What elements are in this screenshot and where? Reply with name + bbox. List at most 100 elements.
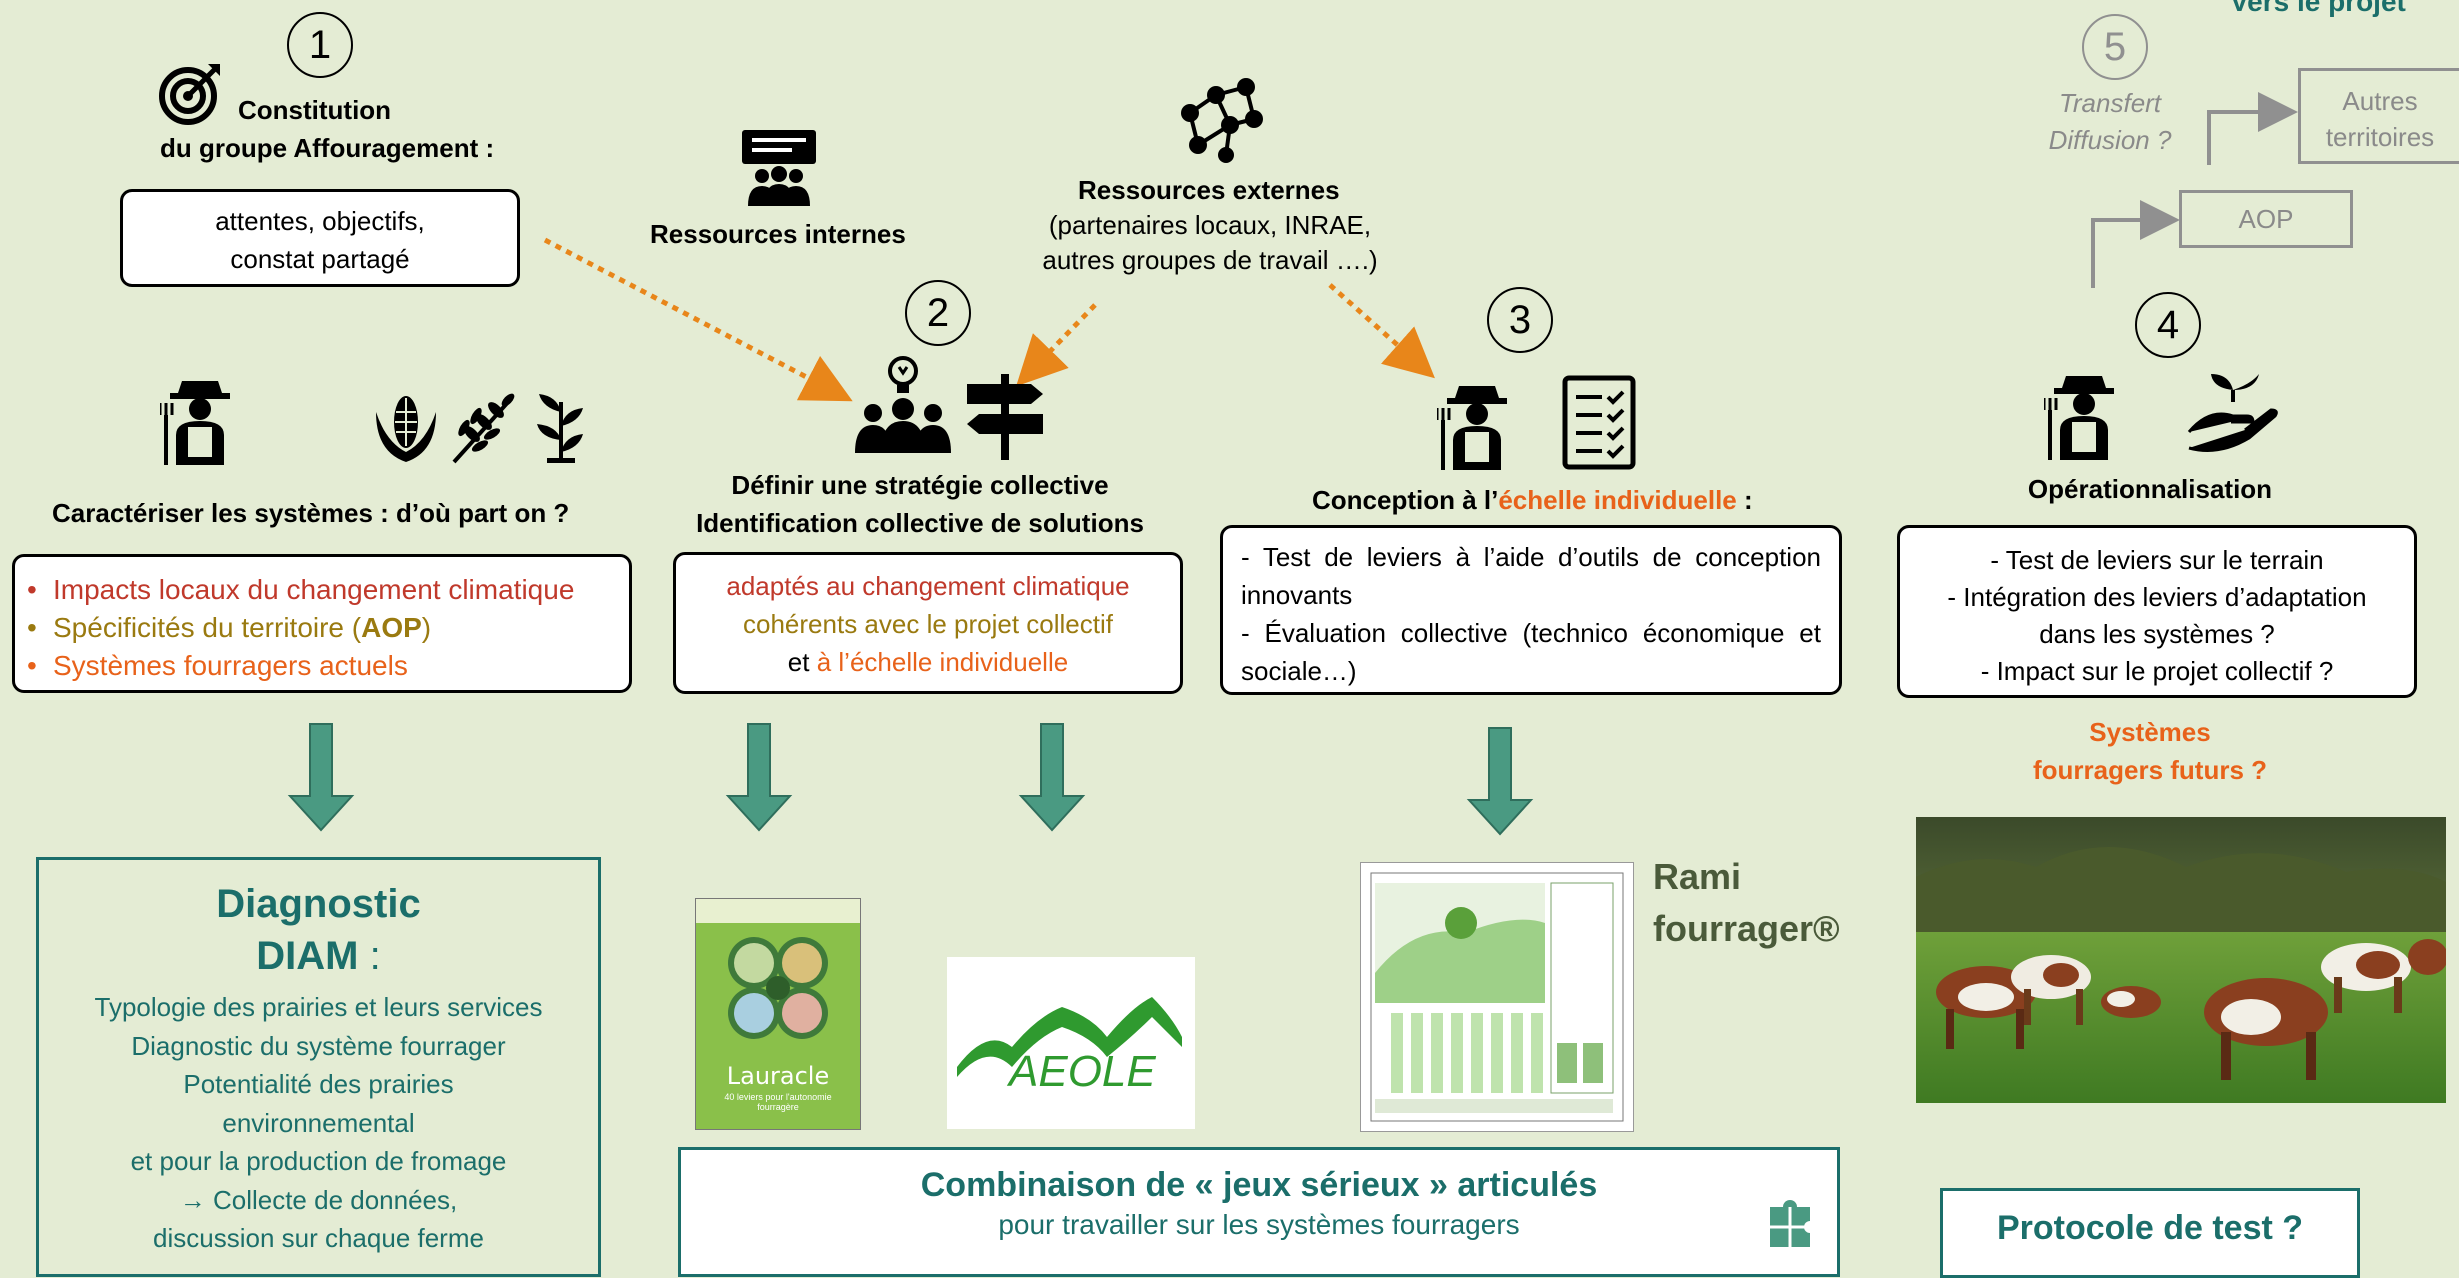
diagnostic-title-line2: DIAM [256, 934, 359, 978]
step3-title-c: : [1736, 485, 1753, 515]
protocol-box: Protocole de test ? [1940, 1188, 2360, 1278]
step3-number: 3 [1487, 287, 1553, 353]
diagnostic-line-1: Diagnostic du système fourrager [131, 1030, 506, 1061]
step3-box-line2: - Évaluation collective (technico économ… [1241, 618, 1821, 686]
diagnostic-line-2: Potentialité des prairies [183, 1069, 454, 1099]
protocol-title: Protocole de test ? [1996, 1209, 2304, 1247]
farmer-icon-step4 [2044, 376, 2114, 460]
farmer-icon-left [160, 381, 230, 465]
grey-arrow-to-autres [2207, 92, 2298, 165]
step3-box: - Test de leviers à l’aide d’outils de c… [1220, 525, 1842, 695]
checklist-icon [1562, 375, 1636, 470]
signpost-icon [967, 374, 1043, 460]
diagnostic-line-3: environnemental [222, 1107, 415, 1138]
lauracle-subtitle: 40 leviers pour l'autonomie fourragère [724, 1092, 832, 1112]
aop-box-label: AOP [2238, 204, 2294, 234]
autres-line2: territoires [2325, 122, 2435, 152]
diagnostic-title-line1: Diagnostic [216, 882, 421, 926]
grey-arrow-to-aop [2091, 200, 2180, 288]
step2-title-line2: Identification collective de solutions [696, 508, 1144, 538]
idea-group-icon [855, 356, 951, 453]
network-icon [1181, 78, 1263, 163]
step5-line2: Diffusion ? [2048, 125, 2172, 155]
down-arrow-1 [287, 723, 355, 832]
characterize-item-2-c: ) [421, 612, 432, 643]
header-cut-text: Vers le projet [2230, 0, 2406, 17]
dotted-arrow-external-to-step2 [1016, 303, 1097, 387]
diagnostic-line-6: discussion sur chaque ferme [153, 1223, 484, 1253]
diagnostic-line-0: Typologie des prairies et leurs services [94, 992, 543, 1022]
internal-resources-label: Ressources internes [650, 219, 906, 249]
step2-title-line1: Définir une stratégie collective [731, 470, 1109, 500]
step2-box-line1: adaptés au changement climatique [726, 571, 1130, 601]
step4-box-line2: - Intégration des leviers d’adaptation [1947, 582, 2367, 612]
down-arrow-4 [1466, 727, 1534, 836]
step5-line1: Transfert [2058, 88, 2162, 118]
presentation-group-icon [742, 130, 816, 206]
target-icon [159, 64, 220, 125]
dotted-arrow-step1-to-step2 [543, 237, 853, 402]
characterize-item-2: Spécificités du territoire (AOP) [15, 609, 629, 647]
lauracle-top-band [696, 899, 860, 923]
farmer-icon-step3 [1437, 386, 1507, 470]
step4-title: Opérationnalisation [2027, 474, 2273, 504]
cow-shapes [1936, 939, 2446, 1080]
characterize-item-2-b: AOP [361, 612, 422, 643]
down-arrow-3 [1018, 723, 1086, 832]
diagnostic-title-colon: : [358, 934, 381, 978]
step2-box-line3: et à l’échelle individuelle [676, 643, 1180, 681]
step2-number: 2 [905, 280, 971, 346]
step3-title-a: Conception à l’ [1312, 485, 1499, 515]
diagnostic-line-5: → Collecte de données, [179, 1184, 458, 1215]
characterize-item-1: Impacts locaux du changement climatique [15, 571, 629, 609]
rami-label-line1: Rami [1653, 856, 1742, 897]
aeole-mountain-graphic [957, 997, 1182, 1077]
lauracle-game-cover: Lauracle 40 leviers pour l'autonomie fou… [695, 898, 861, 1130]
wheat-icon [452, 393, 515, 464]
step2-box-line3-a: et [787, 647, 817, 677]
step2-box-line2: cohérents avec le projet collectif [743, 609, 1113, 639]
rami-fourrager-board [1360, 862, 1634, 1132]
combination-subtitle: pour travailler sur les systèmes fourrag… [998, 1209, 1520, 1240]
step1-box-line2: constat partagé [230, 244, 410, 274]
puzzle-icon [1770, 1200, 1814, 1247]
lauracle-clover-graphic [728, 937, 828, 1039]
step3-title: Conception à l’échelle individuelle : [1312, 485, 1753, 516]
hand-plant-icon [2187, 374, 2278, 452]
external-resources-line2: autres groupes de travail ….) [1042, 245, 1378, 275]
step4-box-line4: - Impact sur le projet collectif ? [1980, 656, 2334, 686]
step2-box-line3-b: à l’échelle individuelle [816, 647, 1069, 677]
diagnostic-title-line2-wrap: DIAM : [39, 930, 598, 982]
sprout-icon [537, 394, 583, 463]
dotted-arrow-external-to-step3 [1328, 283, 1435, 379]
step1-box-line1: attentes, objectifs, [215, 206, 425, 236]
step4-box-line1: - Test de leviers sur le terrain [1990, 545, 2324, 575]
future-systems-line1: Systèmes [2089, 717, 2211, 747]
rami-board-graphic [1370, 872, 1624, 1122]
autres-territoires-box: Autres territoires [2298, 68, 2459, 164]
step1-title-line1: Constitution [238, 95, 392, 125]
step5-number: 5 [2082, 14, 2148, 80]
step1-box: attentes, objectifs, constat partagé [120, 189, 520, 287]
characterize-title: Caractériser les systèmes : d’où part on… [52, 498, 570, 528]
lauracle-title: Lauracle [726, 1062, 830, 1090]
autres-line1: Autres [2342, 86, 2418, 116]
step2-box: adaptés au changement climatique cohéren… [673, 552, 1183, 694]
characterize-item-3: Systèmes fourragers actuels [15, 647, 629, 685]
step1-number: 1 [287, 12, 353, 78]
future-systems-line2: fourragers futurs ? [2032, 755, 2268, 785]
external-resources-title: Ressources externes [1078, 175, 1340, 205]
aeole-game-logo: AEOLE [947, 957, 1195, 1129]
down-arrow-2 [725, 723, 793, 832]
diagnostic-box: Diagnostic DIAM : Typologie des prairies… [36, 857, 601, 1277]
cows-pasture-photo [1916, 817, 2446, 1103]
characterize-item-2-a: Spécificités du territoire ( [53, 612, 362, 643]
combination-title: Combinaison de « jeux sérieux » articulé… [920, 1166, 1598, 1204]
rami-label-line2: fourrager® [1653, 908, 1840, 949]
combination-box: Combinaison de « jeux sérieux » articulé… [678, 1147, 1840, 1277]
corn-icon [376, 396, 436, 462]
diagnostic-line-4: et pour la production de fromage [130, 1146, 507, 1176]
external-resources-line1: (partenaires locaux, INRAE, [1048, 210, 1372, 240]
step3-title-b: échelle individuelle [1498, 485, 1737, 515]
